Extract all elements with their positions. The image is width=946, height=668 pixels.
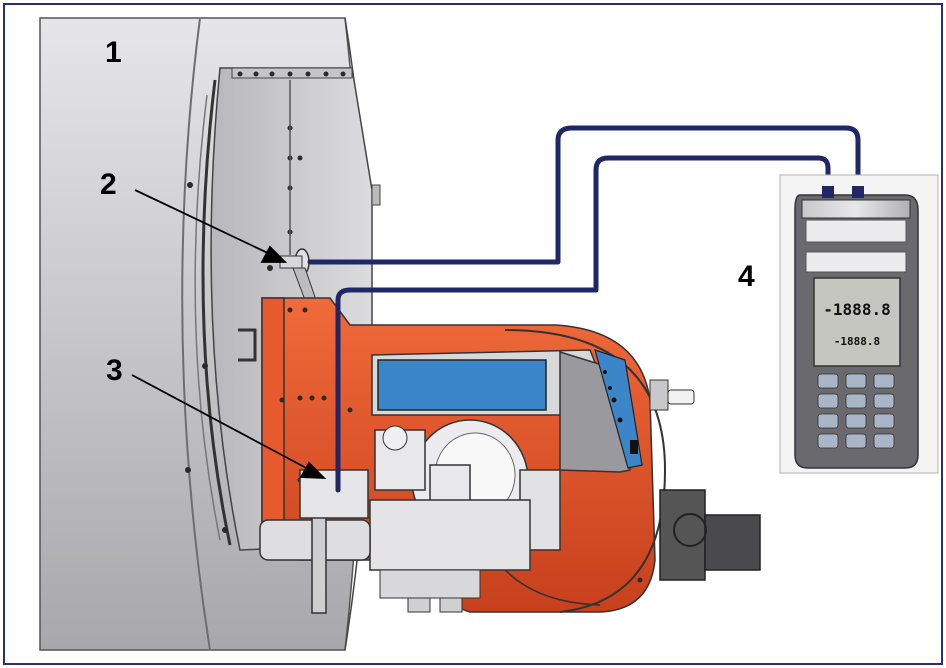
analyser-key: [817, 433, 839, 449]
analyser-key: [873, 373, 895, 389]
callout-4: 4: [738, 260, 755, 293]
callout-2: 2: [100, 168, 117, 201]
analyser-key: [845, 393, 867, 409]
analyser-display-main: -1888.8: [823, 300, 890, 319]
callout-arrows: [131, 189, 327, 479]
analyser-key: [873, 393, 895, 409]
analyser-key: [817, 413, 839, 429]
gas-valve-train: [259, 425, 531, 614]
combustion-analyser: -1888.8 -1888.8: [779, 174, 939, 474]
analyser-key: [845, 413, 867, 429]
analyser-display-sub: -1888.8: [834, 335, 880, 348]
callout-1: 1: [105, 36, 122, 69]
servo-actuator: [659, 489, 761, 581]
analyser-key: [817, 373, 839, 389]
control-panel: [371, 349, 695, 473]
analyser-key: [873, 433, 895, 449]
analyser-key: [873, 413, 895, 429]
analyser-key: [817, 393, 839, 409]
analyser-hoses: [307, 125, 861, 493]
analyser-key: [845, 373, 867, 389]
analyser-key: [845, 433, 867, 449]
callout-3: 3: [106, 354, 123, 387]
